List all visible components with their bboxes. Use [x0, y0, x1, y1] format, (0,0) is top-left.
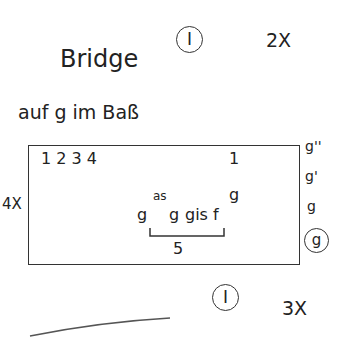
bridge-heading: Bridge — [60, 46, 138, 74]
pitch-label: g' — [305, 168, 318, 184]
note-text: 5 — [173, 240, 183, 258]
circled-marker: I — [212, 284, 239, 311]
circled-marker: I — [176, 26, 203, 53]
marker-text: I — [223, 289, 228, 306]
note-text: g — [169, 206, 179, 224]
note-text: g — [229, 186, 239, 204]
note-text: g — [137, 206, 147, 224]
bass-note-instruction: auf g im Baß — [18, 102, 139, 124]
note-text: gis — [185, 206, 208, 224]
marker-text: g — [312, 233, 322, 248]
note-text: 1 2 3 4 — [41, 150, 97, 168]
circled-marker: g — [304, 228, 329, 253]
interval-bracket — [150, 228, 224, 236]
sketch-stroke — [30, 318, 170, 336]
repeat-count: 3X — [282, 298, 307, 320]
pitch-label: g — [307, 198, 316, 214]
note-text: f — [213, 206, 219, 224]
pitch-label: g'' — [305, 138, 322, 154]
repeat-count: 2X — [266, 30, 291, 52]
chord-box: 1 2 3 41ggasggisf5 — [28, 145, 300, 265]
raised-note: as — [153, 190, 167, 204]
repeat-count: 4X — [2, 196, 22, 213]
marker-text: I — [187, 31, 192, 48]
note-text: 1 — [229, 150, 239, 168]
